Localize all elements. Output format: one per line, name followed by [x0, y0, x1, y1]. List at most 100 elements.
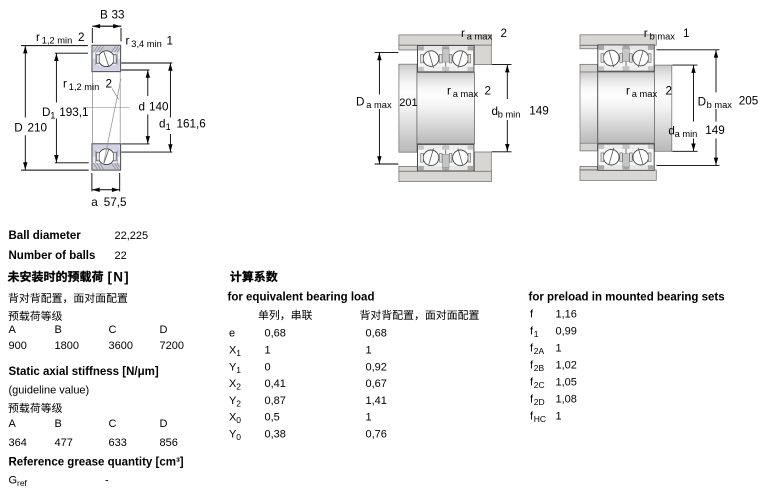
svg-text:149: 149 [705, 124, 725, 137]
svg-text:149: 149 [529, 105, 549, 118]
svg-text:633: 633 [109, 437, 127, 449]
svg-text:2: 2 [501, 27, 508, 40]
svg-text:for preload in mounted bearing: for preload in mounted bearing sets [529, 292, 725, 304]
svg-text:r: r [63, 78, 67, 91]
svg-text:0,76: 0,76 [366, 429, 387, 441]
svg-text:161,6: 161,6 [177, 117, 206, 130]
svg-text:D: D [160, 324, 168, 336]
svg-text:0,68: 0,68 [366, 328, 387, 340]
svg-text:a max: a max [467, 32, 493, 42]
svg-text:7200: 7200 [160, 340, 184, 352]
svg-text:A: A [9, 418, 17, 430]
svg-text:193,1: 193,1 [59, 106, 88, 119]
svg-text:210: 210 [28, 122, 48, 135]
svg-text:HC: HC [534, 414, 546, 424]
svg-text:2: 2 [236, 398, 241, 408]
svg-text:205: 205 [739, 95, 759, 108]
svg-text:r: r [447, 85, 451, 98]
svg-text:r: r [126, 34, 130, 47]
svg-text:1,05: 1,05 [556, 377, 577, 389]
svg-text:X: X [229, 345, 237, 357]
svg-text:f: f [530, 360, 534, 372]
svg-text:1,16: 1,16 [556, 309, 577, 321]
svg-text:0,67: 0,67 [366, 378, 387, 390]
svg-text:0,68: 0,68 [265, 328, 286, 340]
svg-text:b min: b min [498, 110, 521, 120]
svg-text:1: 1 [236, 348, 241, 358]
svg-text:1,2 min: 1,2 min [42, 36, 73, 46]
svg-text:D: D [160, 418, 168, 430]
svg-text:1,2 min: 1,2 min [69, 82, 100, 92]
svg-text:2: 2 [78, 31, 85, 44]
svg-text:2B: 2B [534, 363, 545, 373]
svg-text:22: 22 [115, 250, 127, 262]
svg-text:b max: b max [650, 32, 676, 42]
svg-text:0,99: 0,99 [556, 326, 577, 338]
svg-text:2: 2 [485, 85, 492, 98]
svg-text:a max: a max [632, 89, 658, 99]
svg-text:1,02: 1,02 [556, 360, 577, 372]
svg-text:1,41: 1,41 [366, 395, 387, 407]
svg-text:1: 1 [556, 343, 562, 355]
svg-text:1: 1 [366, 345, 372, 357]
svg-text:D: D [14, 122, 22, 135]
svg-text:0,92: 0,92 [366, 361, 387, 373]
svg-text:Y: Y [229, 429, 237, 441]
svg-text:Reference grease quantity [cm³: Reference grease quantity [cm³] [9, 457, 184, 469]
svg-text:a max: a max [453, 89, 479, 99]
svg-text:d: d [139, 101, 146, 114]
svg-text:1: 1 [167, 34, 174, 47]
svg-text:d: d [159, 118, 166, 131]
svg-text:1800: 1800 [55, 340, 79, 352]
svg-text:b max: b max [707, 100, 733, 110]
svg-text:2D: 2D [534, 397, 545, 407]
svg-text:1: 1 [236, 365, 241, 375]
svg-text:D: D [698, 96, 706, 109]
svg-text:e: e [229, 328, 235, 340]
svg-text:C: C [109, 324, 117, 336]
svg-text:1,08: 1,08 [556, 393, 577, 405]
svg-text:B: B [55, 418, 62, 430]
svg-text:f: f [530, 411, 534, 423]
svg-text:364: 364 [9, 437, 27, 449]
svg-text:0,5: 0,5 [265, 412, 280, 424]
svg-text:Y: Y [229, 361, 237, 373]
svg-text:477: 477 [55, 437, 73, 449]
svg-text:0,87: 0,87 [265, 395, 286, 407]
svg-text:Static axial stiffness [N/μm]: Static axial stiffness [N/μm] [9, 366, 159, 378]
svg-text:(guideline value): (guideline value) [9, 385, 90, 397]
svg-text:G: G [9, 475, 18, 487]
svg-text:a max: a max [366, 100, 392, 110]
svg-text:D: D [356, 96, 364, 109]
svg-text:C: C [109, 418, 117, 430]
svg-text:1: 1 [166, 122, 171, 132]
svg-text:ref: ref [17, 478, 28, 488]
svg-text:856: 856 [160, 437, 178, 449]
svg-text:Ball diameter: Ball diameter [9, 230, 82, 242]
svg-text:r: r [461, 27, 465, 40]
svg-text:f: f [530, 343, 534, 355]
svg-text:3600: 3600 [109, 340, 133, 352]
svg-text:2: 2 [666, 85, 673, 98]
svg-text:d: d [668, 125, 675, 138]
svg-text:1: 1 [534, 329, 539, 339]
svg-text:B: B [100, 9, 108, 22]
svg-text:f: f [530, 393, 534, 405]
svg-text:r: r [36, 31, 40, 44]
svg-text:for equivalent bearing load: for equivalent bearing load [228, 292, 375, 304]
svg-text:57,5: 57,5 [104, 196, 127, 209]
svg-text:2: 2 [106, 78, 113, 91]
svg-text:1: 1 [265, 345, 271, 357]
svg-text:r: r [626, 85, 630, 98]
svg-text:33: 33 [112, 9, 125, 22]
svg-text:140: 140 [149, 101, 169, 114]
svg-text:[N]: [N] [108, 270, 130, 285]
svg-text:2A: 2A [534, 346, 545, 356]
svg-text:a min: a min [675, 129, 698, 139]
svg-text:0,41: 0,41 [265, 378, 286, 390]
svg-text:A: A [9, 324, 17, 336]
svg-text:1: 1 [366, 412, 372, 424]
svg-text:X: X [229, 378, 237, 390]
svg-text:B: B [55, 324, 62, 336]
svg-text:3,4 min: 3,4 min [131, 39, 162, 49]
